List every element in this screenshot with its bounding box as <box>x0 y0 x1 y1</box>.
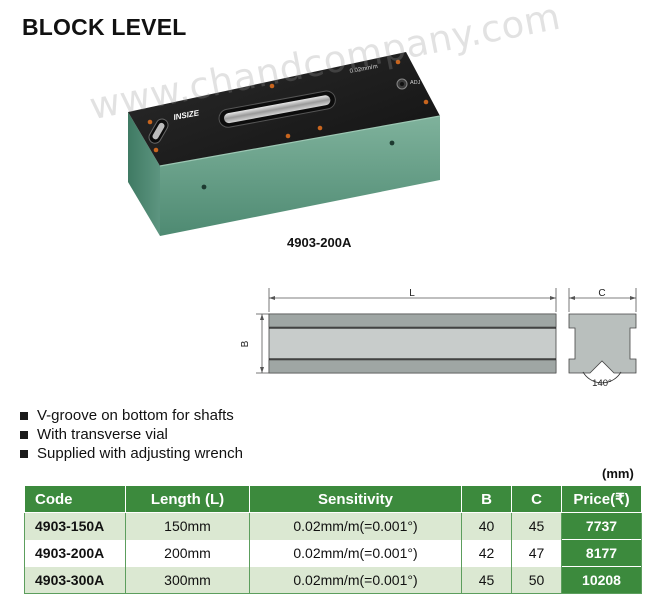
block-end-face <box>128 112 160 236</box>
vial-scale-label: 0.02mm/m <box>349 64 378 75</box>
angle-label: 140° <box>592 378 612 389</box>
header-price: Price(₹) <box>561 485 642 513</box>
header-b: B <box>461 485 512 513</box>
feature-list: V-groove on bottom for shafts With trans… <box>20 406 243 463</box>
cell-c: 50 <box>511 566 562 594</box>
bullet-icon <box>20 411 28 420</box>
end-view-profile <box>568 313 637 374</box>
block-front-face <box>160 116 440 236</box>
model-caption: 4903-200A <box>287 235 352 250</box>
cell-code: 4903-300A <box>24 566 126 594</box>
unit-note: (mm) <box>602 466 634 481</box>
length-label: L <box>409 288 415 299</box>
side-view-block <box>268 313 557 374</box>
cell-price: 7737 <box>561 512 642 540</box>
feature-item: Supplied with adjusting wrench <box>20 444 243 463</box>
plate-screws <box>147 59 429 153</box>
cell-sensitivity: 0.02mm/m(=0.001°) <box>249 512 462 540</box>
bullet-icon <box>20 430 28 439</box>
table-header-row: Code Length (L) Sensitivity B C Price(₹) <box>24 485 642 513</box>
main-vial <box>218 90 336 128</box>
product-photo: INSIZE 0.02mm/m ADJ <box>128 52 441 236</box>
adjust-screw-icon <box>396 78 408 90</box>
angle-arc <box>582 371 622 384</box>
transverse-vial <box>148 118 169 144</box>
cell-b: 40 <box>461 512 512 540</box>
bullet-icon <box>20 449 28 458</box>
cell-b: 42 <box>461 539 512 567</box>
feature-item: V-groove on bottom for shafts <box>20 406 243 425</box>
cell-length: 150mm <box>125 512 250 540</box>
header-code: Code <box>24 485 126 513</box>
dimension-drawing: L B C 140° <box>240 288 637 389</box>
front-holes <box>201 140 395 190</box>
cell-price: 10208 <box>561 566 642 594</box>
cell-b: 45 <box>461 566 512 594</box>
adj-label: ADJ <box>410 80 421 86</box>
table-row: 4903-200A 200mm 0.02mm/m(=0.001°) 42 47 … <box>24 539 642 567</box>
cell-c: 45 <box>511 512 562 540</box>
cell-sensitivity: 0.02mm/m(=0.001°) <box>249 566 462 594</box>
table-row: 4903-300A 300mm 0.02mm/m(=0.001°) 45 50 … <box>24 566 642 594</box>
cell-c: 47 <box>511 539 562 567</box>
header-length: Length (L) <box>125 485 250 513</box>
page-title: BLOCK LEVEL <box>22 14 187 40</box>
feature-item: With transverse vial <box>20 425 243 444</box>
cell-price: 8177 <box>561 539 642 567</box>
table-row: 4903-150A 150mm 0.02mm/m(=0.001°) 40 45 … <box>24 512 642 540</box>
cell-sensitivity: 0.02mm/m(=0.001°) <box>249 539 462 567</box>
cell-code: 4903-150A <box>24 512 126 540</box>
height-label: B <box>240 340 251 347</box>
cell-length: 300mm <box>125 566 250 594</box>
header-c: C <box>511 485 562 513</box>
spec-table: Code Length (L) Sensitivity B C Price(₹)… <box>24 485 642 594</box>
header-sensitivity: Sensitivity <box>249 485 462 513</box>
cell-length: 200mm <box>125 539 250 567</box>
width-label: C <box>598 288 605 299</box>
cell-code: 4903-200A <box>24 539 126 567</box>
